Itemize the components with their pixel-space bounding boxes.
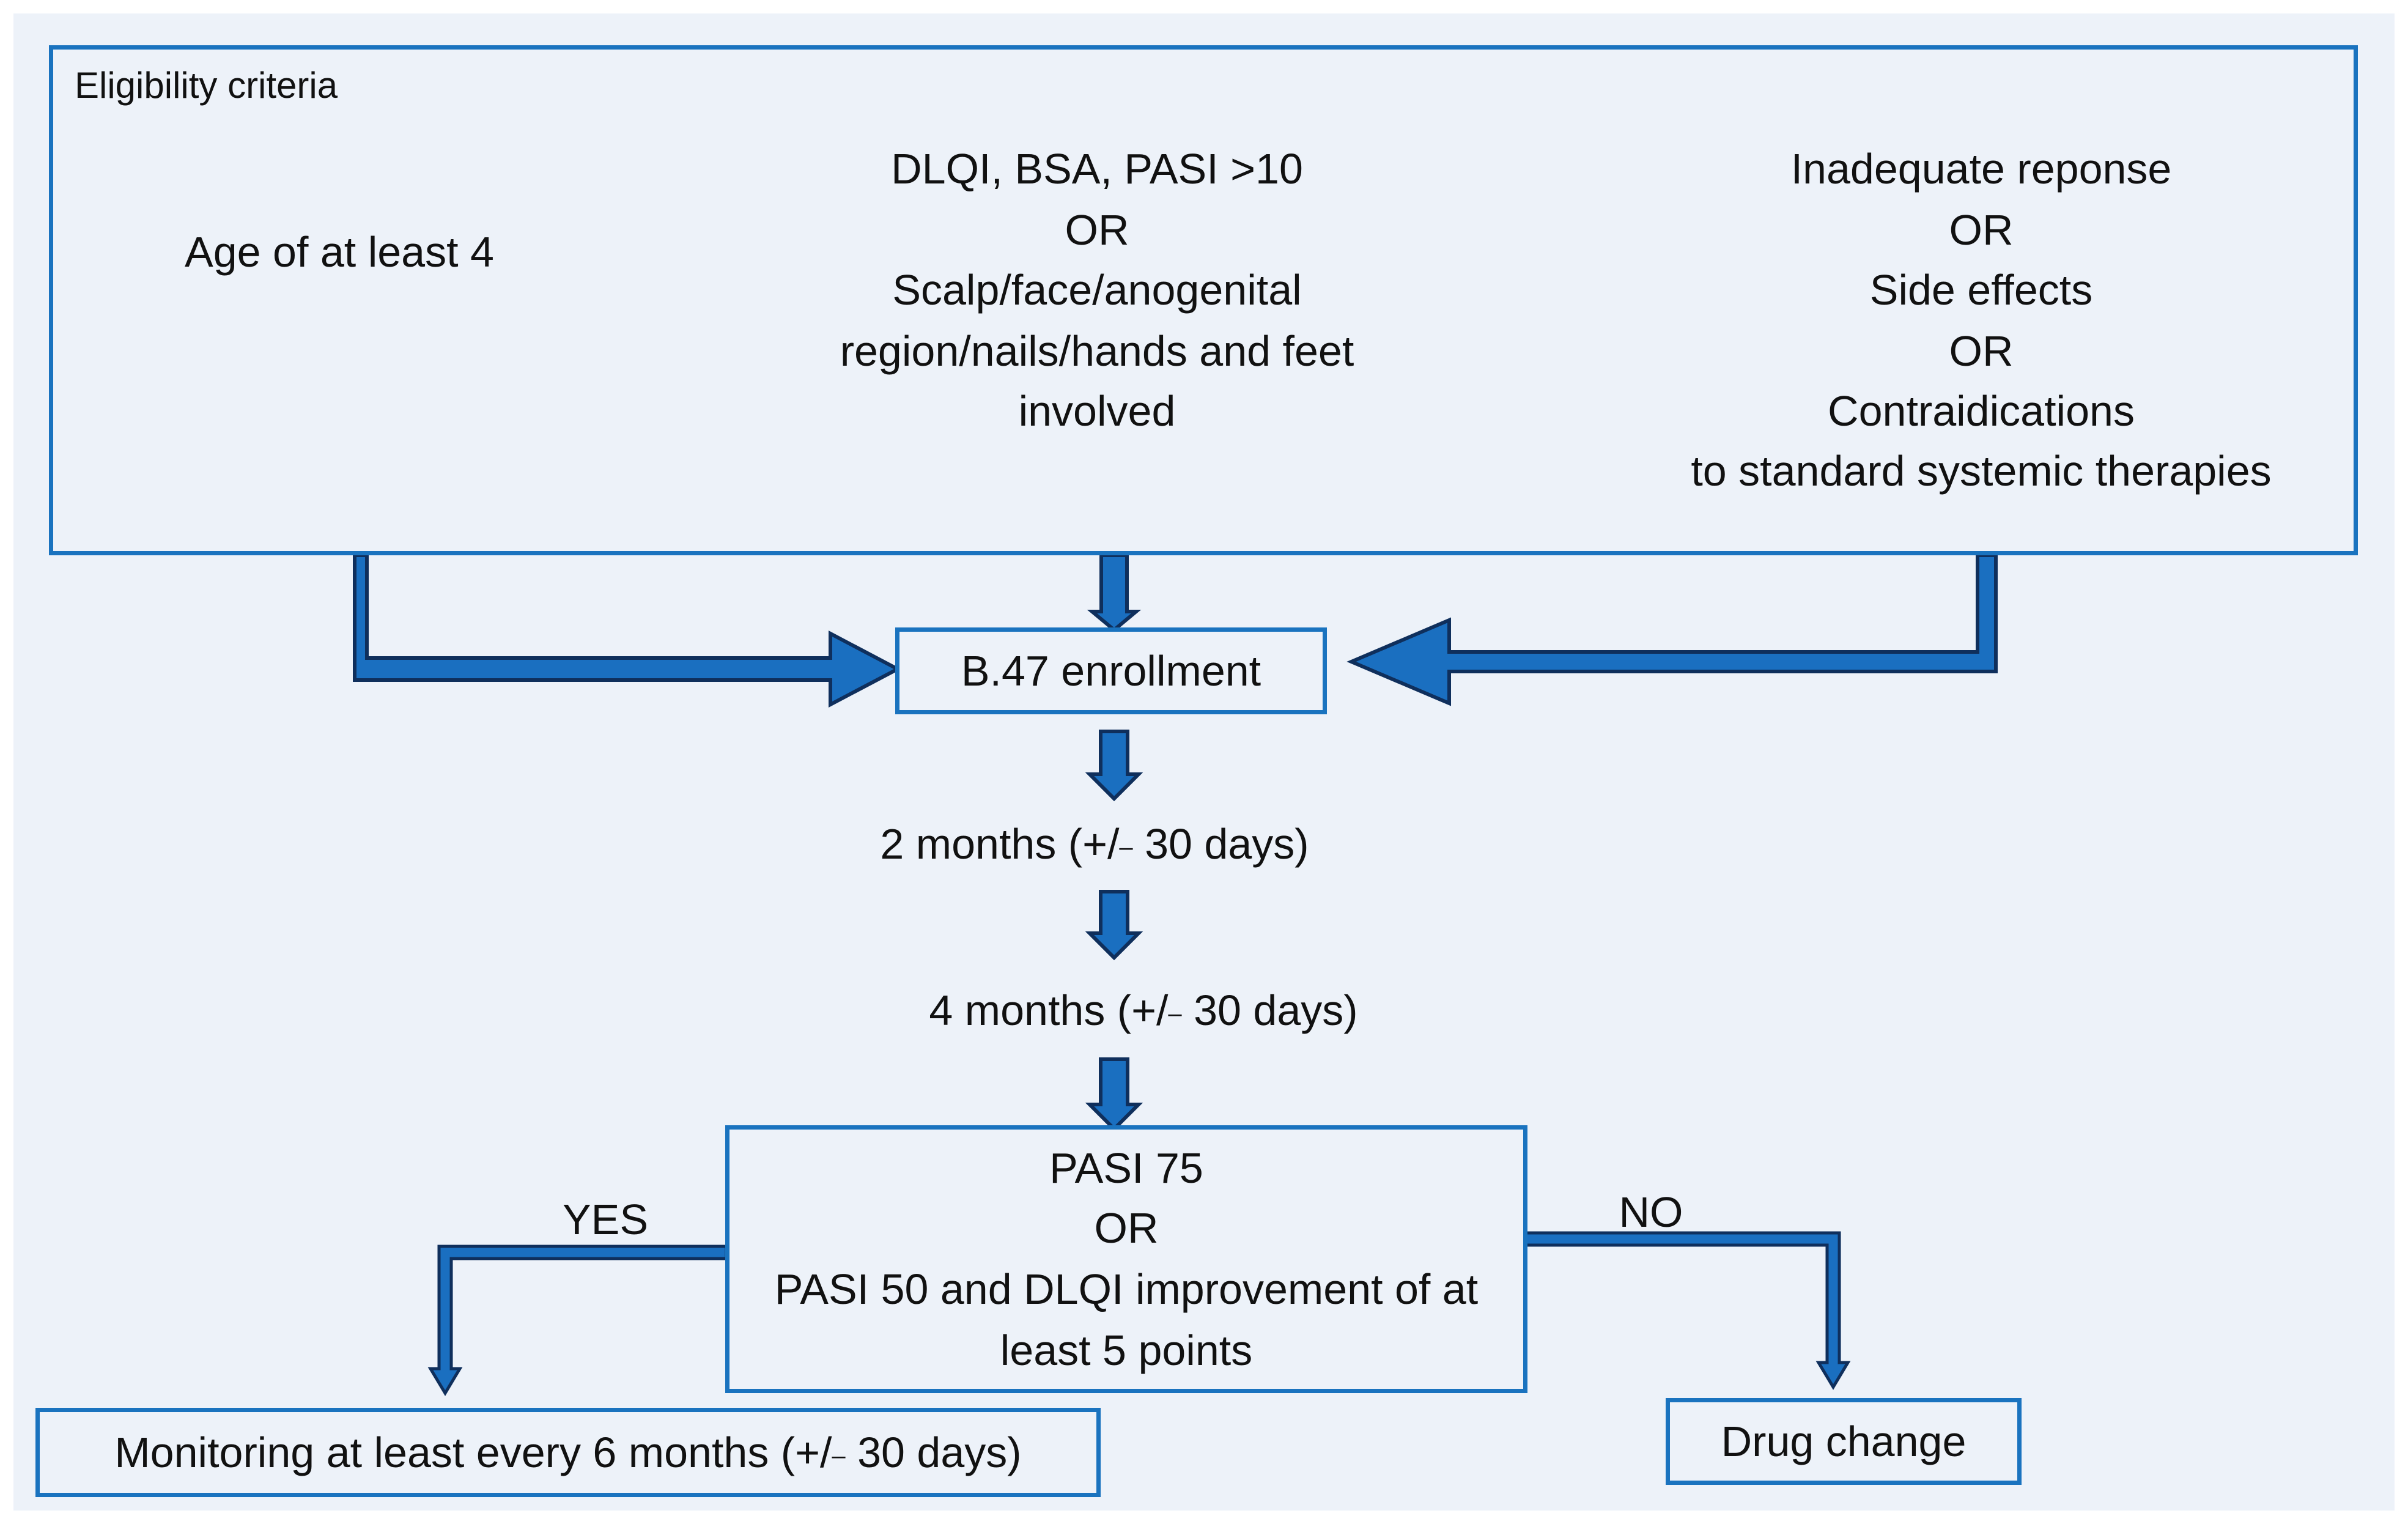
timepoint-2-months-dash: – <box>1119 834 1133 861</box>
drug-change-label: Drug change <box>1721 1418 1967 1465</box>
enrollment-label: B.47 enrollment <box>961 647 1261 695</box>
therapy-line-6: to standard systemic therapies <box>1691 447 2272 495</box>
down-arrow-2-months <box>1085 730 1143 802</box>
monitoring-end: 30 days) <box>845 1429 1022 1476</box>
monitoring-dash: – <box>832 1442 846 1470</box>
no-label: NO <box>1619 1188 1683 1236</box>
monitoring-start: Monitoring at least every 6 months (+/ <box>114 1429 832 1476</box>
therapy-line-4: OR <box>1949 327 2014 375</box>
enrollment-box <box>895 627 1327 714</box>
right-elbow-arrow <box>1346 553 1998 706</box>
therapy-line-2: OR <box>1949 206 2014 254</box>
center-down-arrow <box>1087 553 1142 632</box>
drug-change-box <box>1666 1398 2022 1485</box>
timepoint-2-months-start: 2 months (+/ <box>880 820 1120 868</box>
eligibility-criteria-title: Eligibility criteria <box>75 65 338 106</box>
monitoring-label: Monitoring at least every 6 months (+/– … <box>35 1422 1101 1487</box>
timepoint-4-months: 4 months (+/– 30 days) <box>838 980 1449 1045</box>
yes-branch-arrow <box>427 1245 728 1396</box>
decision-line-2: OR <box>1094 1204 1159 1252</box>
therapy-line-3: Side effects <box>1869 266 2093 314</box>
severity-line-3: Scalp/face/anogenital <box>892 266 1302 314</box>
decision-line-4: least 5 points <box>1000 1326 1253 1374</box>
no-branch-arrow <box>1524 1231 1851 1390</box>
decision-line-3: PASI 50 and DLQI improvement of at <box>774 1265 1479 1313</box>
therapy-line-5: Contraidications <box>1828 387 2135 435</box>
left-elbow-arrow <box>353 553 902 708</box>
timepoint-4-months-dash: – <box>1168 1000 1182 1027</box>
severity-line-5: involved <box>1018 387 1176 435</box>
severity-line-1: DLQI, BSA, PASI >10 <box>891 145 1303 193</box>
monitoring-box <box>35 1408 1101 1497</box>
criterion-age: Age of at least 4 <box>185 228 494 276</box>
severity-line-4: region/nails/hands and feet <box>840 327 1354 375</box>
down-arrow-4-months <box>1085 890 1143 961</box>
yes-label: YES <box>562 1196 649 1243</box>
eligibility-criteria-box <box>49 45 2358 555</box>
timepoint-4-months-end: 30 days) <box>1181 986 1358 1034</box>
timepoint-4-months-start: 4 months (+/ <box>929 986 1169 1034</box>
response-decision-box <box>725 1125 1527 1393</box>
down-arrow-decision <box>1085 1057 1143 1132</box>
therapy-line-1: Inadequate reponse <box>1790 145 2172 193</box>
severity-line-2: OR <box>1065 206 1129 254</box>
timepoint-2-months-end: 30 days) <box>1132 820 1309 868</box>
decision-line-1: PASI 75 <box>1049 1144 1203 1192</box>
timepoint-2-months: 2 months (+/– 30 days) <box>789 813 1400 878</box>
